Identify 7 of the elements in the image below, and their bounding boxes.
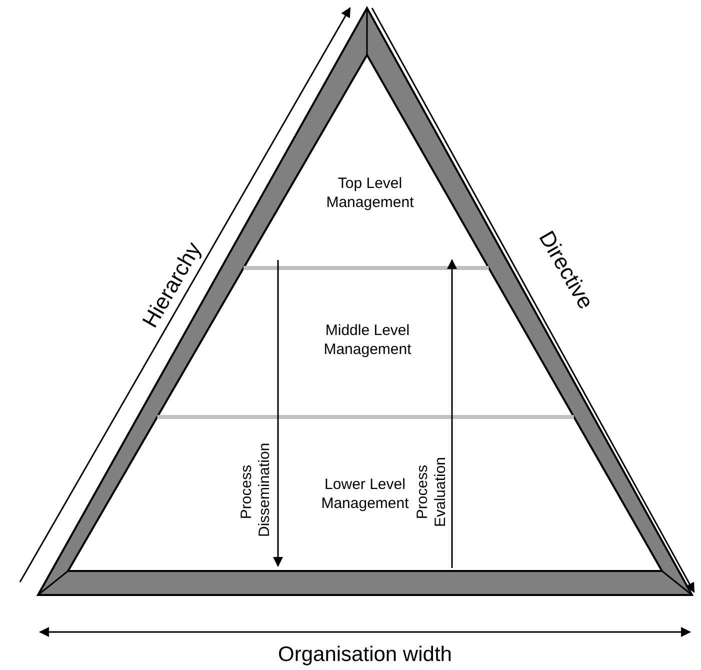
level-label: Top Level Management — [325, 174, 415, 212]
arrow — [447, 259, 457, 568]
edge-label: Process Evaluation — [414, 456, 450, 530]
level-label: Middle Level Management — [322, 321, 412, 359]
level-label: Lower Level Management — [320, 474, 410, 512]
axis-label: Organisation width — [278, 643, 452, 667]
arrow — [273, 260, 283, 567]
